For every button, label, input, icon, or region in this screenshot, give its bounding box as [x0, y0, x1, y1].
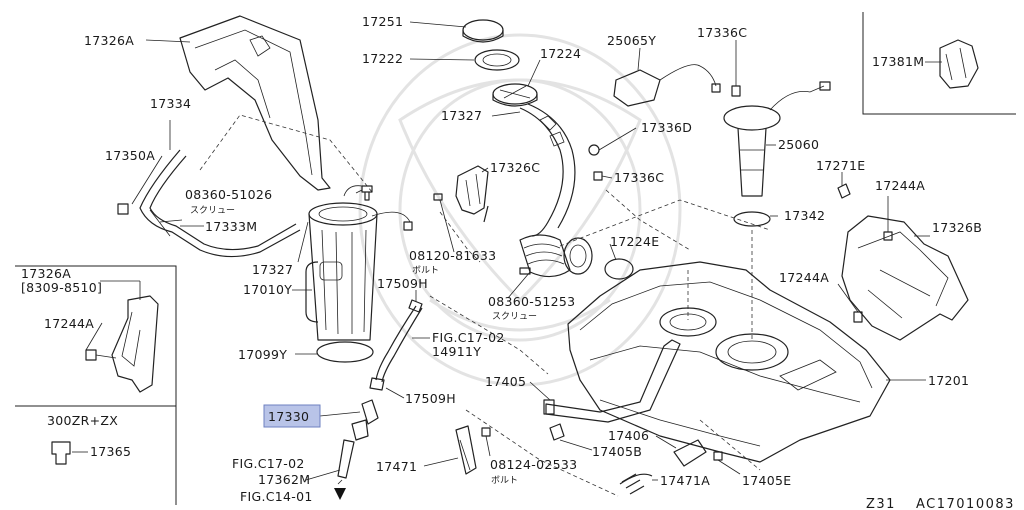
gasket-17342 — [733, 211, 771, 227]
heat-insulator-17406 — [673, 439, 707, 467]
note-boruto-1: ボルト — [412, 265, 439, 276]
part-label-17326b[interactable]: 17326B — [932, 220, 982, 235]
arrow-to-c14-01 — [334, 488, 346, 500]
inset-variant-label: 300ZR+ZX — [47, 413, 118, 428]
filler-tube — [519, 103, 576, 237]
part-label-25060[interactable]: 25060 — [778, 137, 819, 152]
dashed-guide-tank — [559, 199, 771, 247]
part-label-17333m[interactable]: 17333M — [205, 219, 257, 234]
gasket-17222 — [474, 49, 520, 71]
part-label-17222[interactable]: 17222 — [362, 51, 403, 66]
part-label-08360-51026[interactable]: 08360-51026 — [185, 187, 272, 202]
part-label-17509h-top[interactable]: 17509H — [377, 276, 428, 291]
part-label-17327-center[interactable]: 17327 — [441, 108, 482, 123]
tank-strap-17405 — [529, 339, 741, 495]
part-label-17201[interactable]: 17201 — [928, 373, 969, 388]
part-label-14911y[interactable]: 14911Y — [432, 344, 481, 359]
part-label-17405[interactable]: 17405 — [485, 374, 526, 389]
fuel-pump-assembly-17010y — [292, 185, 413, 363]
inset-part-b-label[interactable]: 17244A — [44, 316, 94, 331]
part-label-17271e[interactable]: 17271E — [816, 158, 865, 173]
part-label-17405e[interactable]: 17405E — [742, 473, 791, 488]
selected-part-highlight[interactable] — [263, 404, 321, 428]
part-label-17244a-right-mid[interactable]: 17244A — [779, 270, 829, 285]
part-label-17342[interactable]: 17342 — [784, 208, 825, 223]
part-label-17330[interactable]: 17330 — [268, 409, 309, 424]
fuel-cap-17251 — [462, 19, 504, 41]
dashed-guide-tank-2 — [605, 189, 691, 251]
inset-date-range: [8309-8510] — [21, 280, 102, 295]
part-label-17471[interactable]: 17471 — [376, 459, 417, 474]
cap-17224e — [604, 258, 634, 280]
diagram-code: AC17010083 — [916, 497, 1015, 510]
part-label-17010y[interactable]: 17010Y — [243, 282, 292, 297]
part-label-08120-81633[interactable]: 08120-81633 — [409, 248, 496, 263]
heat-shield-17326a — [145, 15, 331, 191]
part-label-17326c[interactable]: 17326C — [490, 160, 540, 175]
part-label-17244a-right-top[interactable]: 17244A — [875, 178, 925, 193]
part-label-17381m[interactable]: 17381M — [872, 54, 924, 69]
bracket-17471 — [423, 425, 491, 475]
filler-neck-boot — [507, 234, 634, 299]
part-label-25065y[interactable]: 25065Y — [607, 33, 656, 48]
filler-cap-assembly — [409, 19, 541, 117]
part-label-17362m[interactable]: 17362M — [258, 472, 310, 487]
note-sukuryu-1: スクリュー — [190, 205, 235, 216]
part-label-17405b[interactable]: 17405B — [592, 444, 642, 459]
part-label-17224e[interactable]: 17224E — [610, 234, 659, 249]
part-label-17224[interactable]: 17224 — [540, 46, 581, 61]
bracket-17326b — [837, 196, 969, 341]
right-inset-box — [862, 12, 1016, 115]
inset-part-a-label[interactable]: 17326A — [21, 266, 71, 281]
clip-17365-shape — [51, 441, 71, 465]
bolt-08120-81633 — [433, 193, 455, 253]
inset-bracket-shape — [111, 295, 159, 393]
part-label-17099y[interactable]: 17099Y — [238, 347, 287, 362]
vent-hose-assembly — [117, 120, 301, 258]
note-boruto-2: ボルト — [491, 475, 518, 486]
fuel-tank-17201 — [567, 261, 926, 463]
fuel-hose-17509h — [369, 290, 430, 399]
part-label-17336c-mid[interactable]: 17336C — [614, 170, 664, 185]
dashed-guide-shield — [199, 114, 373, 193]
part-label-fig-c17-02-mid[interactable]: FIG.C17-02 — [432, 330, 505, 345]
part-label-08124-02533[interactable]: 08124-02533 — [490, 457, 577, 472]
part-label-08360-51253[interactable]: 08360-51253 — [488, 294, 575, 309]
watermark-emblem — [358, 33, 682, 387]
relay-25065y — [613, 69, 661, 107]
dashed-guide-bolt — [439, 211, 481, 263]
clip-17381m-shape — [939, 39, 979, 89]
dashed-guide-lower-2 — [699, 419, 761, 471]
clip-17271e — [837, 172, 851, 199]
part-label-17334[interactable]: 17334 — [150, 96, 191, 111]
note-sukuryu-2: スクリュー — [492, 311, 537, 322]
dashed-guide-lower — [465, 409, 619, 497]
fuel-filter-17330 — [305, 399, 379, 500]
inset-part-c-label[interactable]: 17365 — [90, 444, 131, 459]
part-label-17509h-bottom[interactable]: 17509H — [405, 391, 456, 406]
screw-08360-51026 — [355, 185, 373, 201]
sender-unit-25060 — [588, 40, 831, 227]
part-label-fig-c17-02-bottom[interactable]: FIG.C17-02 — [232, 456, 305, 471]
part-label-17326a[interactable]: 17326A — [84, 33, 134, 48]
part-label-17251[interactable]: 17251 — [362, 14, 403, 29]
bracket-17326c — [455, 165, 489, 223]
strainer-17099y — [316, 341, 374, 363]
part-label-17406[interactable]: 17406 — [608, 428, 649, 443]
dashed-guide-hose — [429, 295, 549, 375]
part-label-17471a[interactable]: 17471A — [660, 473, 710, 488]
part-label-17336d[interactable]: 17336D — [641, 120, 692, 135]
part-label-17336c-top[interactable]: 17336C — [697, 25, 747, 40]
part-label-fig-c14-01[interactable]: FIG.C14-01 — [240, 489, 313, 504]
part-label-17327-left[interactable]: 17327 — [252, 262, 293, 277]
model-code: Z31 — [866, 497, 896, 510]
part-label-17350a[interactable]: 17350A — [105, 148, 155, 163]
left-inset-box — [15, 265, 177, 505]
